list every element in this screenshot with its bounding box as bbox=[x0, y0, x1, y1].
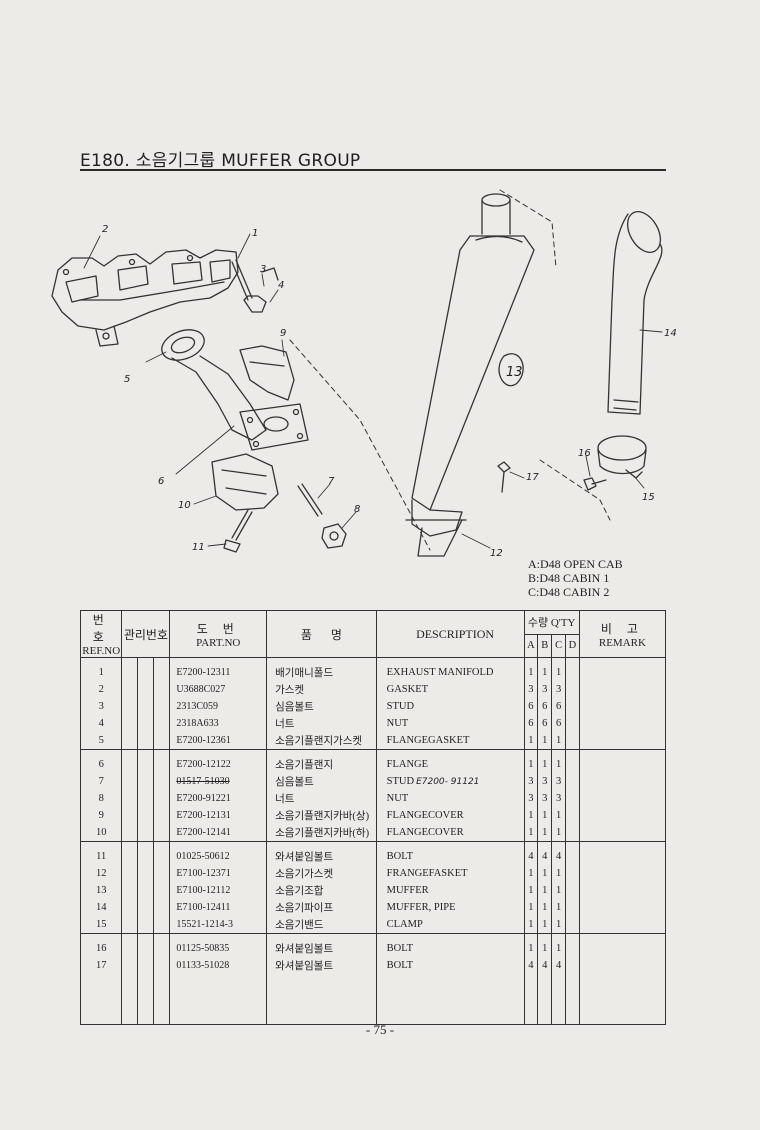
header-qty: 수량 Q'TY bbox=[523, 610, 580, 635]
page-number: - 75 - bbox=[365, 1022, 395, 1037]
header-qty-d: D bbox=[564, 633, 580, 658]
header-qty-c: C bbox=[551, 633, 566, 658]
callout-9: 9 bbox=[280, 328, 286, 339]
header-ref-no: 번 호 REF.NO bbox=[79, 610, 123, 658]
callout-7: 7 bbox=[328, 476, 335, 487]
assembly-leader-lines bbox=[289, 189, 611, 551]
callout-11: 11 bbox=[192, 542, 205, 553]
exploded-view-drawing: 1 2 3 4 5 6 7 8 9 10 11 12 13 14 15 16 1… bbox=[51, 189, 677, 559]
page-title: E180. 소음기그룹 MUFFER GROUP bbox=[80, 151, 361, 171]
callout-13: 13 bbox=[506, 365, 523, 380]
callout-labels: 1 2 3 4 5 6 7 8 9 10 11 12 13 14 15 16 1… bbox=[102, 224, 677, 559]
table-filler-row bbox=[79, 974, 667, 1025]
callout-12: 12 bbox=[490, 548, 503, 559]
flange-cover-lower-illustration bbox=[211, 453, 279, 511]
header-part-no: 도 번 PART.NO bbox=[169, 610, 268, 658]
callout-10: 10 bbox=[178, 500, 191, 511]
legend-c: C:D48 CABIN 2 bbox=[528, 585, 610, 599]
exhaust-manifold-illustration bbox=[51, 249, 239, 347]
header-qty-b: B bbox=[537, 633, 553, 658]
stud-nut-bolt-illustration bbox=[223, 483, 347, 553]
legend-b: B:D48 CABIN 1 bbox=[528, 571, 610, 585]
stud-and-nut-illustration bbox=[231, 259, 279, 313]
header-name: 품 명 bbox=[266, 610, 377, 658]
callout-1: 1 bbox=[252, 228, 258, 239]
header-remark: 비 고 REMARK bbox=[578, 610, 667, 658]
muffler-illustration bbox=[405, 193, 535, 557]
callout-leaders bbox=[83, 233, 663, 549]
bolt-17-illustration bbox=[497, 461, 511, 493]
callout-2: 2 bbox=[102, 224, 108, 235]
callout-3: 3 bbox=[260, 264, 266, 275]
flange-cover-upper-illustration bbox=[239, 345, 295, 401]
callout-14: 14 bbox=[664, 328, 677, 339]
title-rule bbox=[80, 169, 666, 171]
callout-15: 15 bbox=[642, 492, 655, 503]
parts-table: 번 호 REF.NO 관리번호 도 번 PART.NO 품 명 DESCRIPT… bbox=[79, 610, 667, 1025]
callout-4: 4 bbox=[278, 280, 284, 291]
callout-5: 5 bbox=[124, 374, 130, 385]
handwritten-note: E7200- 91121 bbox=[416, 777, 480, 787]
callout-6: 6 bbox=[158, 476, 164, 487]
tail-pipe-illustration bbox=[607, 211, 663, 415]
legend-a: A:D48 OPEN CAB bbox=[528, 557, 623, 571]
callout-8: 8 bbox=[354, 504, 360, 515]
callout-17: 17 bbox=[526, 472, 539, 483]
callout-16: 16 bbox=[578, 448, 591, 459]
clamp-illustration bbox=[583, 435, 647, 491]
header-mgmt-no: 관리번호 bbox=[121, 610, 171, 658]
header-qty-a: A bbox=[523, 633, 539, 658]
table-row: 10 E7200-12141 소음기플랜지카바(하) FLANGECOVER 1… bbox=[79, 824, 667, 842]
model-legend: A:D48 OPEN CAB B:D48 CABIN 1 C:D48 CABIN… bbox=[528, 557, 623, 599]
header-description: DESCRIPTION bbox=[375, 610, 525, 658]
flange-pipe-illustration bbox=[161, 329, 309, 451]
